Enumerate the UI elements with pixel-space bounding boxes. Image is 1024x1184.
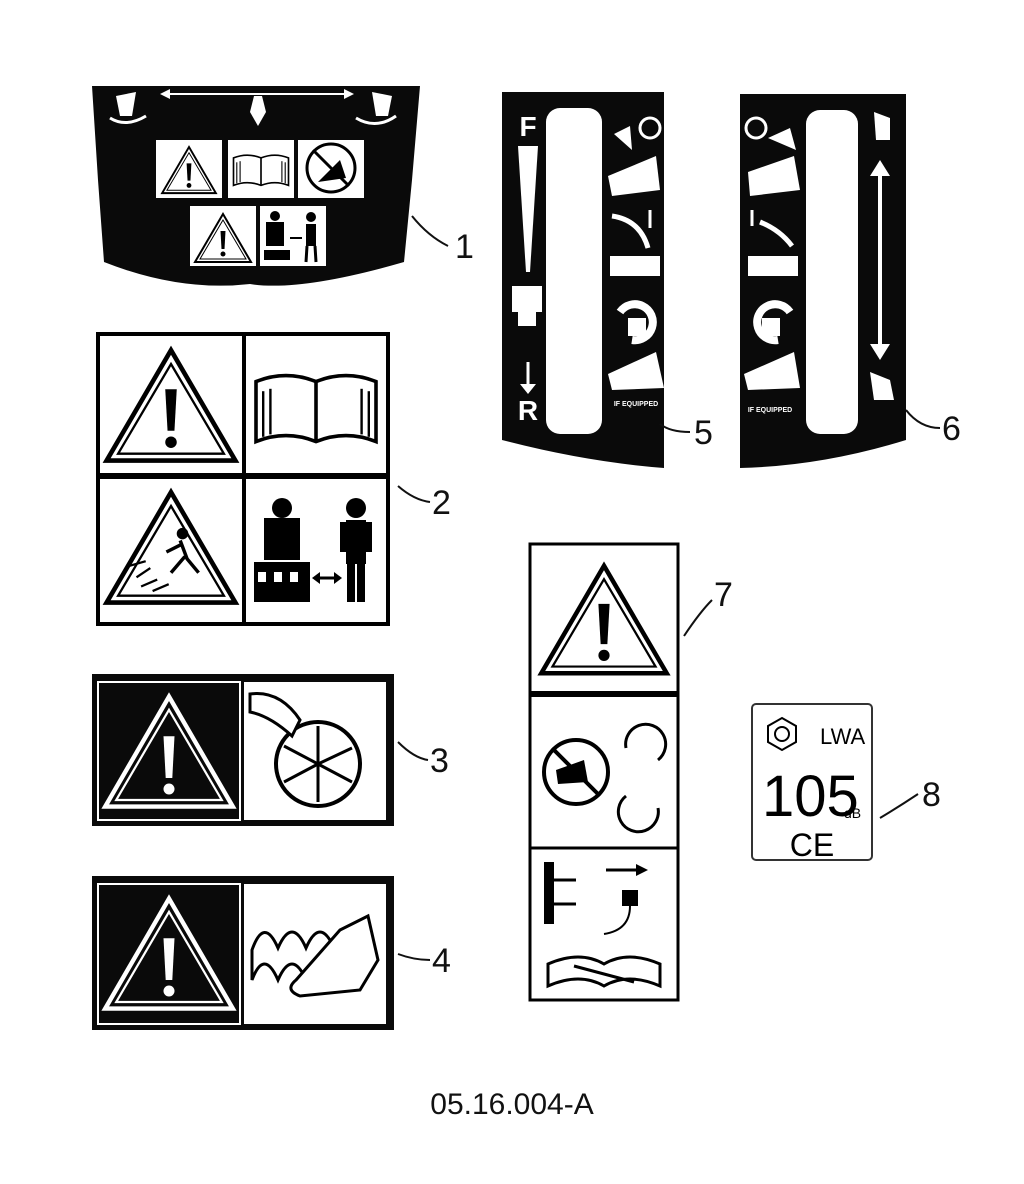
decal-8-unit: dB <box>844 805 861 821</box>
decal-2-warning-set <box>96 332 390 626</box>
callout-1: 1 <box>455 228 474 266</box>
decal-5-top-letter: F <box>519 111 536 142</box>
decal-8-mark: CE <box>790 827 834 863</box>
figure-id: 05.16.004-A <box>430 1088 594 1121</box>
decal-3-auger-warning <box>92 674 394 826</box>
decal-8-level: 105 <box>762 764 859 829</box>
decal-7-warning-stack <box>528 542 680 1002</box>
decal-5-speed-control: F R IF EQUIPPED <box>502 92 664 468</box>
decal-8-sound-level: LWA 105 dB CE <box>751 703 873 863</box>
callout-8: 8 <box>922 776 941 814</box>
callout-leaders <box>397 215 941 961</box>
decal-4-auger-warning <box>92 876 394 1030</box>
decal-6-note: IF EQUIPPED <box>748 407 792 414</box>
callout-6: 6 <box>942 410 961 448</box>
callout-5: 5 <box>694 414 713 452</box>
callout-7: 7 <box>714 576 733 614</box>
decal-6-chute-control: IF EQUIPPED <box>740 94 906 468</box>
callout-3: 3 <box>430 742 449 780</box>
decal-8-symbol: LWA <box>820 724 866 749</box>
callout-2: 2 <box>432 484 451 522</box>
decal-5-note: IF EQUIPPED <box>614 401 658 408</box>
decal-5-bottom-letter: R <box>518 395 538 426</box>
callout-4: 4 <box>432 942 451 980</box>
decal-1-control-panel <box>92 86 420 286</box>
